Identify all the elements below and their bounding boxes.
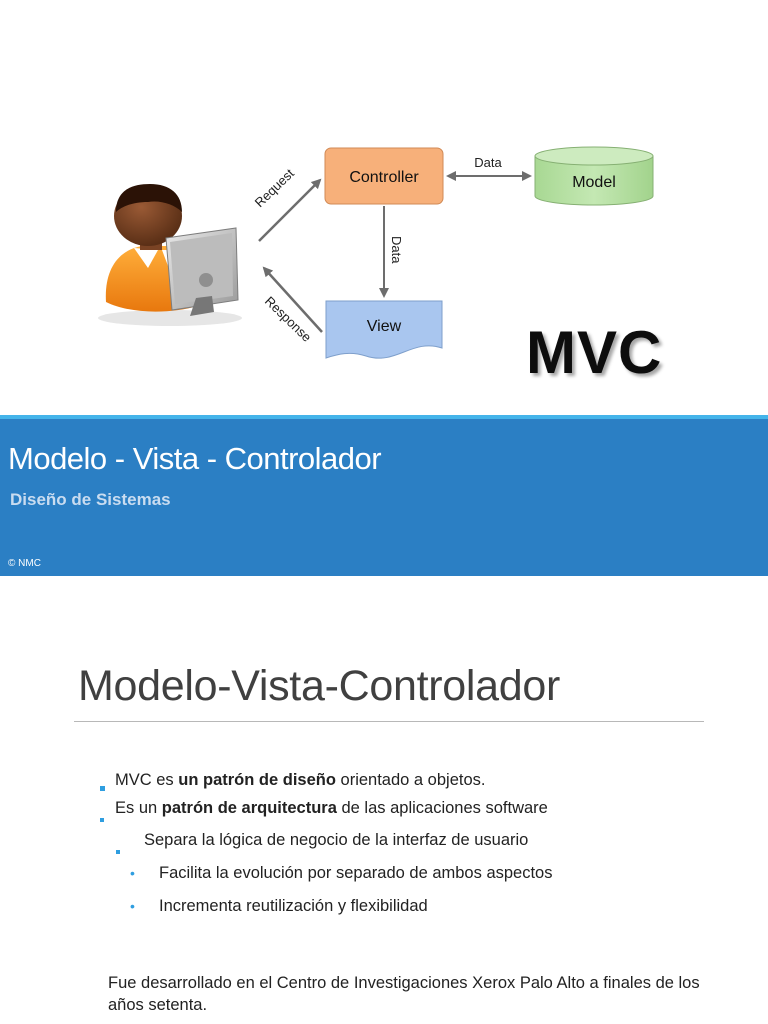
square-bullet-icon [100, 806, 104, 828]
dot-bullet-icon: • [130, 865, 135, 881]
square-bullet-icon [100, 775, 105, 797]
dot-bullet-icon: • [130, 898, 135, 914]
response-arrow [262, 266, 323, 333]
request-label: Request [252, 165, 298, 210]
model-label: Model [572, 174, 616, 191]
user-at-computer-icon [98, 184, 242, 326]
banner-title: Modelo - Vista - Controlador [8, 441, 382, 476]
square-bullet-icon [116, 838, 120, 860]
title-divider [74, 721, 704, 722]
slide-2: Modelo-Vista-Controlador MVC es un patró… [0, 576, 768, 1024]
banner-copyright: © NMC [8, 558, 41, 569]
mvc-diagram: Request Response Controller Data Model D… [98, 146, 654, 359]
data-controller-view-label: Data [389, 236, 404, 264]
history-paragraph: Fue desarrollado en el Centro de Investi… [108, 974, 700, 1014]
banner-subtitle: Diseño de Sistemas [10, 490, 171, 509]
mvc-logo: MVC [526, 319, 663, 386]
response-label: Response [262, 293, 315, 344]
view-node: View [325, 300, 443, 359]
controller-label: Controller [349, 169, 419, 186]
model-node: Model [534, 146, 654, 206]
view-label: View [367, 318, 402, 335]
request-arrow [258, 178, 322, 242]
title-banner: Modelo - Vista - Controlador Diseño de S… [0, 415, 768, 576]
data-controller-model-label: Data [474, 155, 502, 170]
slide-1: Request Response Controller Data Model D… [0, 146, 768, 576]
controller-node: Controller [324, 147, 444, 205]
slide-title: Modelo-Vista-Controlador [78, 662, 560, 710]
